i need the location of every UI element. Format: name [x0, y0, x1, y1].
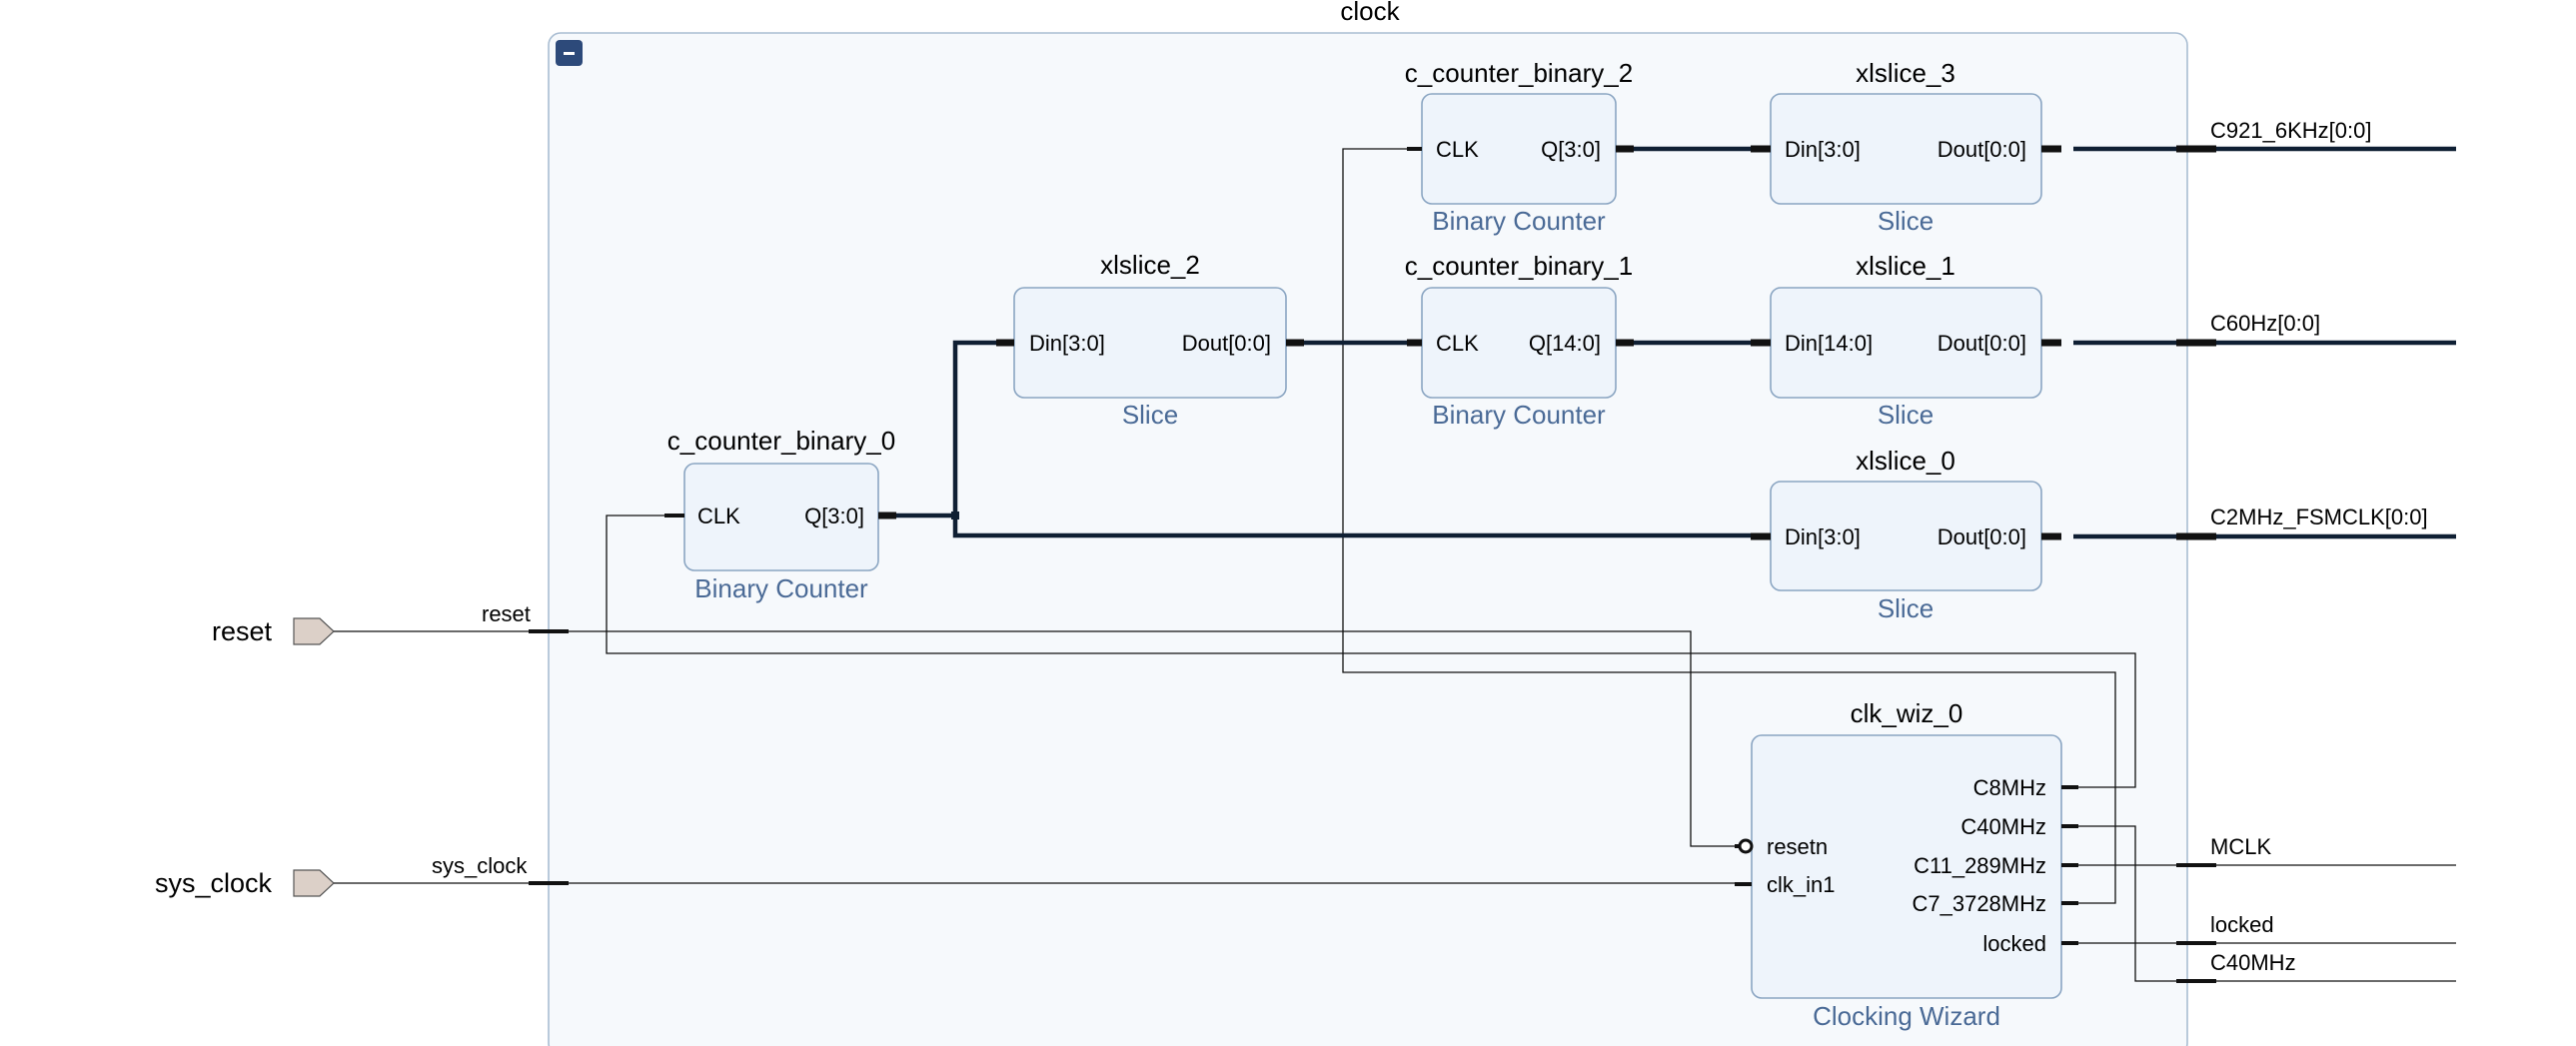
block-xlslice-3[interactable]: xlslice_3 Din[3:0] Dout[0:0] Slice [1751, 58, 2061, 236]
block-xlslice-2[interactable]: xlslice_2 Din[3:0] Dout[0:0] Slice [996, 250, 1304, 430]
block-xlslice-0[interactable]: xlslice_0 Din[3:0] Dout[0:0] Slice [1751, 446, 2061, 623]
block-type: Binary Counter [1432, 206, 1606, 236]
block-clk-wiz-0[interactable]: clk_wiz_0 Clocking Wizard resetn clk_in1… [1735, 698, 2078, 1031]
wires [334, 146, 2456, 982]
pin-c40mhz-label: C40MHz [1960, 814, 2046, 839]
bus-q0-to-xlslice2[interactable] [896, 340, 1004, 519]
pin-dout-label: Dout[0:0] [1937, 524, 2026, 549]
pin-clk-label: CLK [1436, 137, 1479, 162]
wire-c8mhz[interactable] [606, 515, 2136, 788]
block-title: c_counter_binary_2 [1405, 58, 1633, 88]
block-title: xlslice_2 [1100, 250, 1200, 280]
container-title: clock [1340, 0, 1400, 26]
block-title: c_counter_binary_1 [1405, 251, 1633, 281]
bus-junction [951, 512, 959, 520]
pin-dout-label: Dout[0:0] [1937, 137, 2026, 162]
pin-q-label: Q[3:0] [804, 504, 864, 528]
net-label-mclk: MCLK [2210, 834, 2271, 859]
net-label-reset: reset [482, 601, 531, 626]
minus-icon[interactable] [556, 40, 583, 66]
pin-dout-label: Dout[0:0] [1937, 331, 2026, 356]
net-label-locked: locked [2210, 912, 2274, 937]
port-reset[interactable]: reset [212, 616, 335, 646]
pin-locked-label: locked [1982, 931, 2046, 956]
block-type: Binary Counter [1432, 400, 1606, 430]
boundary-pins [529, 145, 2216, 983]
wire-c40mhz[interactable] [2073, 825, 2456, 982]
pin-q-label: Q[14:0] [1529, 331, 1601, 356]
pin-resetn-inversion-bubble [1738, 838, 1754, 854]
port-sys-clock-shape [293, 869, 335, 897]
block-type: Slice [1878, 206, 1933, 236]
pin-q-label: Q[3:0] [1541, 137, 1601, 162]
net-label-c60: C60Hz[0:0] [2210, 311, 2320, 336]
block-title: c_counter_binary_0 [667, 426, 895, 456]
net-label-sys-clock: sys_clock [432, 853, 528, 878]
pin-clk-in1-label: clk_in1 [1767, 872, 1835, 897]
pin-clk-label: CLK [697, 504, 740, 528]
block-type: Clocking Wizard [1813, 1001, 2000, 1031]
wire-reset[interactable] [334, 630, 1735, 847]
wire-c7-3728mhz[interactable] [1342, 148, 2116, 904]
net-label-c2m: C2MHz_FSMCLK[0:0] [2210, 505, 2428, 529]
port-reset-label: reset [212, 616, 273, 646]
block-type: Slice [1878, 593, 1933, 623]
block-title: xlslice_3 [1856, 58, 1955, 88]
pin-c8mhz-label: C8MHz [1973, 775, 2046, 800]
block-title: xlslice_0 [1856, 446, 1955, 476]
bus-q0-to-xlslice0[interactable] [952, 516, 1751, 538]
block-title: clk_wiz_0 [1851, 698, 1963, 728]
block-type: Slice [1122, 400, 1178, 430]
port-sys-clock-label: sys_clock [155, 868, 273, 898]
block-c-counter-binary-0[interactable]: c_counter_binary_0 CLK Q[3:0] Binary Cou… [664, 426, 896, 603]
port-sys-clock[interactable]: sys_clock [155, 868, 335, 898]
pin-din-label: Din[14:0] [1785, 331, 1873, 356]
block-type: Slice [1878, 400, 1933, 430]
block-type: Binary Counter [694, 573, 868, 603]
block-c-counter-binary-1[interactable]: c_counter_binary_1 CLK Q[14:0] Binary Co… [1405, 251, 1634, 430]
port-reset-shape [293, 617, 335, 645]
net-labels: reset sys_clock C921_6KHz[0:0] C60Hz[0:0… [432, 118, 2428, 975]
pin-dout-label: Dout[0:0] [1182, 331, 1271, 356]
pin-din-label: Din[3:0] [1029, 331, 1105, 356]
pin-clk-label: CLK [1436, 331, 1479, 356]
pin-resetn-label: resetn [1767, 834, 1828, 859]
block-c-counter-binary-2[interactable]: c_counter_binary_2 CLK Q[3:0] Binary Cou… [1405, 58, 1634, 236]
block-xlslice-1[interactable]: xlslice_1 Din[14:0] Dout[0:0] Slice [1751, 251, 2061, 430]
pin-c7-3728mhz-label: C7_3728MHz [1912, 891, 2046, 916]
block-title: xlslice_1 [1856, 251, 1955, 281]
pin-c11-289mhz-label: C11_289MHz [1914, 853, 2046, 878]
net-label-c921: C921_6KHz[0:0] [2210, 118, 2371, 143]
net-label-c40mhz: C40MHz [2210, 950, 2296, 975]
pin-din-label: Din[3:0] [1785, 137, 1861, 162]
pin-din-label: Din[3:0] [1785, 524, 1861, 549]
